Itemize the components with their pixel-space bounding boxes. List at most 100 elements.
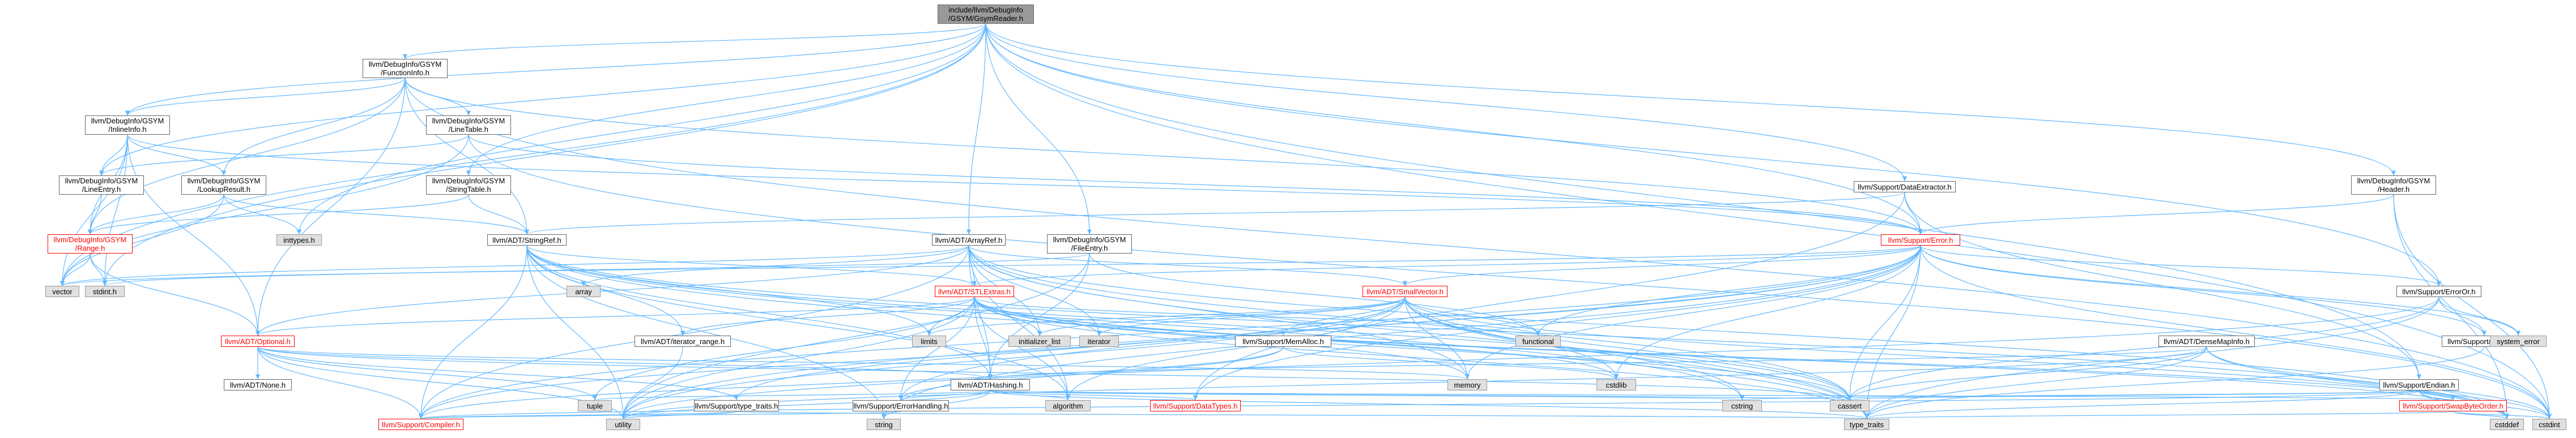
node-tuple[interactable]: tuple [578,400,612,411]
edge-root-to-error [985,23,1923,235]
node-error[interactable]: llvm/Support/Error.h [1881,234,1960,246]
node-cstdint[interactable]: cstdint [2532,419,2566,430]
node-support-type-traits[interactable]: llvm/Support/type_traits.h [694,400,779,411]
node-hashing[interactable]: llvm/ADT/Hashing.h [951,379,1030,390]
edge-inlineinfo-to-error [127,134,1923,235]
node-swapbyteorder[interactable]: llvm/Support/SwapByteOrder.h [2399,400,2507,411]
node-label: tuple [586,401,603,410]
node-stringtable[interactable]: llvm/DebugInfo/GSYM /StringTable.h [426,175,511,195]
node-label: cstdlib [1606,380,1627,389]
node-stdint[interactable]: stdint.h [85,286,125,297]
node-inttypes[interactable]: inttypes.h [276,234,322,246]
edge-erroror-to-cassert [1847,297,2439,401]
node-fileentry[interactable]: llvm/DebugInfo/GSYM /FileEntry.h [1047,234,1132,254]
node-cassert[interactable]: cassert [1830,400,1870,411]
edge-lookupresult-to-range [87,194,224,235]
node-memory[interactable]: memory [1447,379,1487,390]
node-functional[interactable]: functional [1515,336,1561,347]
node-linetable[interactable]: llvm/DebugInfo/GSYM /LineTable.h [426,115,511,135]
node-densemapinfo[interactable]: llvm/ADT/DenseMapInfo.h [2158,336,2255,347]
edge-erroror-to-system_error [2438,297,2521,336]
node-label: llvm/DebugInfo/GSYM /InlineInfo.h [91,117,164,134]
edge-stringref-to-compiler [418,245,527,419]
node-label: llvm/Support/ErrorHandling.h [853,401,948,410]
edge-linetable-to-lineentry [99,134,469,176]
edge-root-to-dataextractor [985,23,1907,182]
edge-error-to-datatypes [1193,245,1921,401]
node-string[interactable]: string [867,419,901,430]
node-stlextras[interactable]: llvm/ADT/STLExtras.h [935,286,1014,297]
node-label: llvm/ADT/ArrayRef.h [935,235,1003,244]
node-erroror[interactable]: llvm/Support/ErrorOr.h [2396,286,2481,297]
edge-root-to-header [985,23,2396,176]
edge-fileentry-to-stdint [103,253,1090,286]
node-errorhandling[interactable]: llvm/Support/ErrorHandling.h [853,400,949,411]
node-vector[interactable]: vector [45,286,79,297]
node-functioninfo[interactable]: llvm/DebugInfo/GSYM /FunctionInfo.h [363,59,448,78]
node-header[interactable]: llvm/DebugInfo/GSYM /Header.h [2351,175,2436,195]
node-label: llvm/ADT/None.h [229,380,286,389]
node-label: llvm/Support/DataExtractor.h [1858,182,1952,191]
edge-smallvector-to-initializer_list [1037,297,1406,336]
node-range[interactable]: llvm/DebugInfo/GSYM /Range.h [48,234,133,254]
node-limits[interactable]: limits [912,336,946,347]
edge-stringref-to-string [526,245,887,419]
node-stringref[interactable]: llvm/ADT/StringRef.h [487,234,567,246]
edge-error-to-compiler [418,245,1921,419]
node-inlineinfo[interactable]: llvm/DebugInfo/GSYM /InlineInfo.h [85,115,170,135]
edge-stringref-to-stlextras [526,245,977,286]
node-memalloc[interactable]: llvm/Support/MemAlloc.h [1235,336,1331,347]
edge-stlextras-to-algorithm [974,297,1071,401]
edge-optional-to-type_traits_llvm [257,346,739,401]
node-cstdlib[interactable]: cstdlib [1596,379,1636,390]
node-dataextractor[interactable]: llvm/Support/DataExtractor.h [1854,181,1956,192]
edge-swapbyteorder-to-cstdint [2452,411,2552,419]
node-algorithm[interactable]: algorithm [1045,400,1091,411]
node-datatypes[interactable]: llvm/Support/DataTypes.h [1150,400,1241,411]
node-endian[interactable]: llvm/Support/Endian.h [2379,379,2459,390]
node-label: llvm/Support/ErrorOr.h [2402,287,2476,296]
node-cstring[interactable]: cstring [1722,400,1762,411]
node-label: llvm/DebugInfo/GSYM /LineEntry.h [65,177,138,194]
node-type-traits[interactable]: type_traits [1844,419,1889,430]
edge-range-to-optional [90,253,261,336]
node-optional[interactable]: llvm/ADT/Optional.h [221,336,295,347]
node-label: llvm/DebugInfo/GSYM /FunctionInfo.h [368,60,442,77]
node-label: initializer_list [1019,337,1061,346]
edge-optional-to-tuple [257,346,598,401]
edge-stringref-to-cassert [526,245,1853,401]
edge-densemapinfo-to-type_traits [1864,346,2207,419]
edge-root-to-erroror [985,23,2442,286]
node-arrayref[interactable]: llvm/ADT/ArrayRef.h [932,234,1006,246]
edge-memalloc-to-compiler [419,346,1284,419]
edge-dataextractor-to-endian [1904,192,2422,380]
node-compiler[interactable]: llvm/Support/Compiler.h [378,419,463,430]
edge-arrayref-to-memory [968,245,1470,380]
edge-smallvector-to-limits [927,297,1406,336]
edge-inlineinfo-to-optional [127,134,261,336]
node-array[interactable]: array [567,286,601,297]
node-gsymreader: include/llvm/DebugInfo /GSYM/GsymReader.… [938,5,1034,24]
node-none[interactable]: llvm/ADT/None.h [224,379,292,390]
edge-smallvector-to-algorithm [1065,297,1406,401]
node-iterator-range[interactable]: llvm/ADT/iterator_range.h [635,336,731,347]
edge-root-to-inlineinfo [125,23,986,116]
edge-arrayref-to-optional [255,245,969,336]
edge-erroror-to-type_traits [1864,297,2439,419]
edge-optional-to-compiler [257,346,424,419]
node-cstddef[interactable]: cstddef [2490,419,2524,430]
edge-inlineinfo-to-lookupresult [127,134,227,176]
node-lookupresult[interactable]: llvm/DebugInfo/GSYM /LookupResult.h [181,175,266,195]
node-lineentry[interactable]: llvm/DebugInfo/GSYM /LineEntry.h [59,175,144,195]
node-utility[interactable]: utility [606,419,640,430]
edge-endian-to-compiler [419,390,2420,419]
node-initializer-list[interactable]: initializer_list [1008,336,1071,347]
node-system-error[interactable]: system_error [2490,336,2547,347]
node-label: llvm/Support/DataTypes.h [1153,401,1238,410]
node-iterator[interactable]: iterator [1079,336,1119,347]
edge-error-to-cstdint [1920,245,2552,419]
node-smallvector[interactable]: llvm/ADT/SmallVector.h [1362,286,1447,297]
node-label: llvm/Support/Compiler.h [382,420,460,429]
edge-arrayref-to-smallvector [968,245,1408,286]
